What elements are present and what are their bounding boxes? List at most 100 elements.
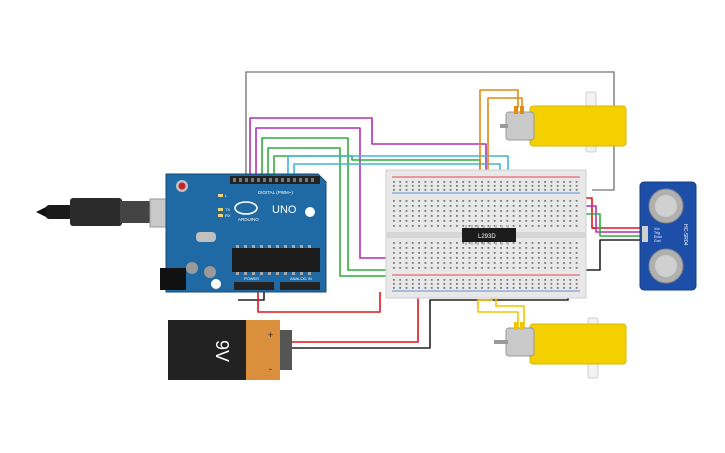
breadboard-hole[interactable] (481, 262, 483, 264)
breadboard-hole[interactable] (512, 252, 515, 254)
breadboard-hole[interactable] (493, 257, 496, 259)
breadboard-hole[interactable] (537, 210, 540, 212)
breadboard-hole[interactable] (462, 247, 465, 249)
breadboard-hole[interactable] (411, 200, 414, 202)
breadboard-hole[interactable] (506, 185, 509, 187)
breadboard-hole[interactable] (500, 220, 502, 222)
breadboard-hole[interactable] (550, 257, 553, 259)
breadboard-hole[interactable] (550, 220, 553, 222)
breadboard-hole[interactable] (430, 189, 433, 191)
breadboard-hole[interactable] (537, 225, 540, 227)
breadboard-hole[interactable] (512, 247, 515, 249)
breadboard-hole[interactable] (519, 185, 521, 187)
breadboard-hole[interactable] (468, 287, 471, 289)
breadboard-hole[interactable] (506, 181, 509, 183)
breadboard-hole[interactable] (462, 181, 465, 183)
breadboard-hole[interactable] (474, 257, 477, 259)
breadboard-hole[interactable] (405, 247, 408, 249)
breadboard-hole[interactable] (399, 283, 402, 285)
breadboard-hole[interactable] (393, 215, 395, 217)
breadboard-hole[interactable] (411, 181, 414, 183)
breadboard-hole[interactable] (525, 287, 528, 289)
breadboard-hole[interactable] (411, 287, 414, 289)
breadboard-hole[interactable] (430, 181, 433, 183)
breadboard-hole[interactable] (563, 210, 565, 212)
breadboard-hole[interactable] (550, 185, 553, 187)
breadboard-hole[interactable] (563, 287, 565, 289)
breadboard-hole[interactable] (405, 215, 408, 217)
breadboard-hole[interactable] (500, 215, 502, 217)
breadboard-hole[interactable] (575, 215, 578, 217)
breadboard-hole[interactable] (556, 247, 559, 249)
breadboard-hole[interactable] (443, 225, 446, 227)
breadboard-hole[interactable] (493, 200, 496, 202)
breadboard-hole[interactable] (537, 220, 540, 222)
breadboard-hole[interactable] (411, 242, 414, 244)
breadboard-hole[interactable] (537, 215, 540, 217)
breadboard-hole[interactable] (449, 267, 452, 269)
breadboard-hole[interactable] (468, 225, 471, 227)
wire-sensor-trig[interactable] (586, 205, 642, 233)
breadboard-hole[interactable] (474, 283, 477, 285)
breadboard-hole[interactable] (500, 279, 502, 281)
power-header[interactable] (234, 282, 274, 290)
breadboard-hole[interactable] (525, 242, 528, 244)
breadboard-hole[interactable] (393, 287, 395, 289)
breadboard-hole[interactable] (474, 267, 477, 269)
breadboard-hole[interactable] (512, 189, 515, 191)
breadboard-hole[interactable] (493, 279, 496, 281)
breadboard-hole[interactable] (575, 200, 578, 202)
breadboard-hole[interactable] (456, 225, 458, 227)
breadboard-hole[interactable] (418, 247, 420, 249)
breadboard-hole[interactable] (493, 283, 496, 285)
breadboard-hole[interactable] (512, 287, 515, 289)
breadboard-hole[interactable] (437, 215, 439, 217)
breadboard-hole[interactable] (393, 181, 395, 183)
breadboard-hole[interactable] (430, 220, 433, 222)
breadboard-hole[interactable] (449, 185, 452, 187)
wire-sensor-echo[interactable] (586, 213, 642, 237)
breadboard-hole[interactable] (556, 252, 559, 254)
breadboard-hole[interactable] (424, 220, 427, 222)
breadboard-hole[interactable] (474, 181, 477, 183)
breadboard-hole[interactable] (393, 267, 395, 269)
breadboard-hole[interactable] (443, 189, 446, 191)
usb-cable[interactable] (36, 198, 189, 228)
breadboard-hole[interactable] (481, 257, 483, 259)
breadboard-hole[interactable] (487, 181, 490, 183)
breadboard-hole[interactable] (519, 200, 521, 202)
breadboard-hole[interactable] (544, 242, 546, 244)
breadboard-hole[interactable] (487, 279, 490, 281)
breadboard-hole[interactable] (399, 279, 402, 281)
breadboard-hole[interactable] (449, 247, 452, 249)
breadboard-hole[interactable] (481, 205, 483, 207)
breadboard-hole[interactable] (550, 287, 553, 289)
breadboard-hole[interactable] (437, 205, 439, 207)
breadboard-hole[interactable] (531, 215, 534, 217)
breadboard-hole[interactable] (474, 215, 477, 217)
breadboard-hole[interactable] (487, 189, 490, 191)
breadboard-hole[interactable] (569, 283, 572, 285)
breadboard-hole[interactable] (544, 279, 546, 281)
breadboard-hole[interactable] (399, 287, 402, 289)
breadboard-hole[interactable] (449, 252, 452, 254)
breadboard-hole[interactable] (550, 283, 553, 285)
breadboard-hole[interactable] (519, 267, 521, 269)
breadboard-hole[interactable] (399, 210, 402, 212)
breadboard-hole[interactable] (569, 200, 572, 202)
breadboard-hole[interactable] (493, 287, 496, 289)
motor-top[interactable] (500, 91, 627, 153)
breadboard-hole[interactable] (493, 242, 496, 244)
breadboard-hole[interactable] (487, 267, 490, 269)
breadboard-hole[interactable] (393, 247, 395, 249)
breadboard-hole[interactable] (525, 200, 528, 202)
breadboard-hole[interactable] (493, 252, 496, 254)
breadboard-hole[interactable] (462, 283, 465, 285)
breadboard-hole[interactable] (430, 257, 433, 259)
breadboard-hole[interactable] (569, 247, 572, 249)
breadboard-hole[interactable] (487, 205, 490, 207)
breadboard-hole[interactable] (443, 181, 446, 183)
breadboard-hole[interactable] (437, 181, 439, 183)
breadboard-hole[interactable] (525, 210, 528, 212)
breadboard-hole[interactable] (481, 189, 483, 191)
